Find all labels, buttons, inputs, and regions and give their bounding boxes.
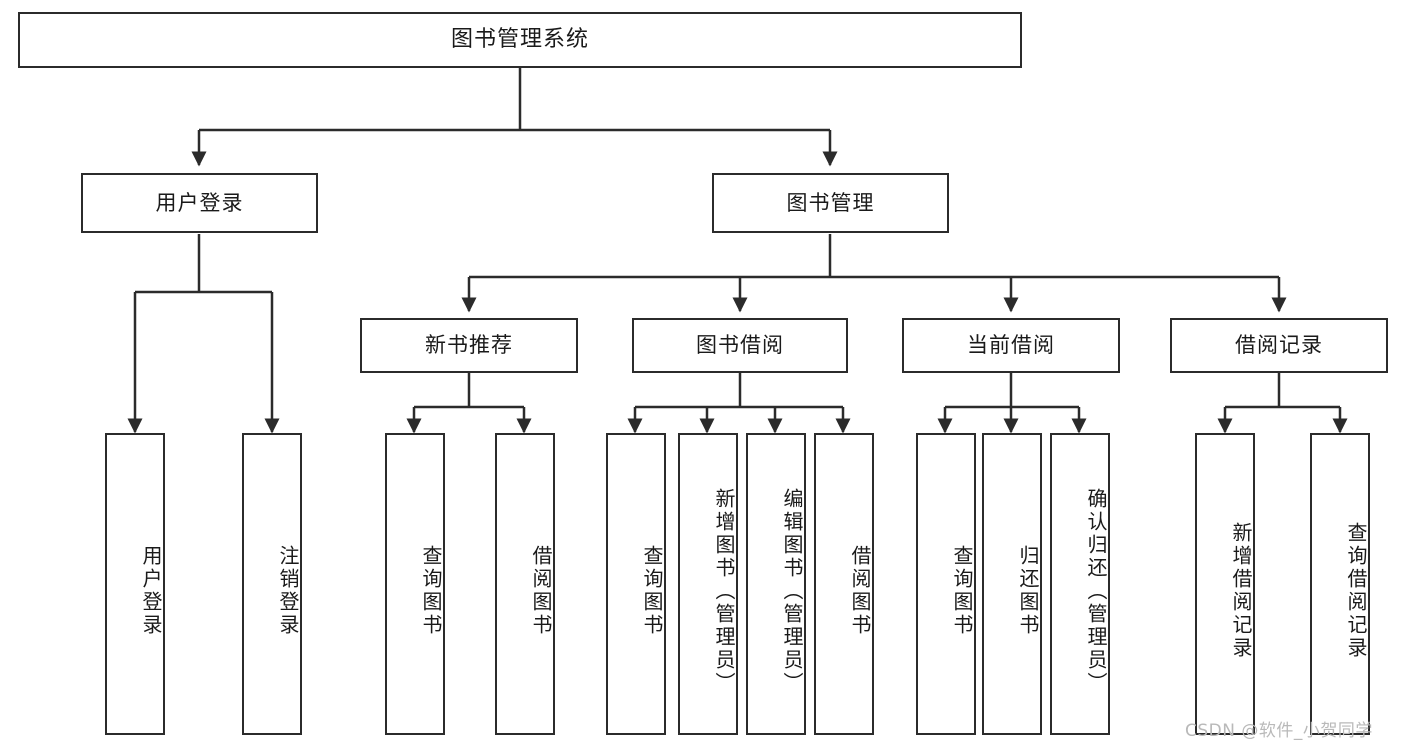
node-label: 查询图书 — [640, 545, 664, 637]
node-borrow-record[interactable]: 借阅记录 — [1170, 318, 1388, 373]
node-leaf-query-book-borrow[interactable]: 查询图书 — [606, 433, 666, 735]
node-root-book-management-system[interactable]: 图书管理系统 — [18, 12, 1022, 68]
node-label: 查询图书 — [950, 545, 974, 637]
node-label: 注销登录 — [276, 545, 300, 637]
node-label: 新增图书（管理员） — [712, 487, 736, 695]
node-leaf-return-book[interactable]: 归还图书 — [982, 433, 1042, 735]
node-leaf-user-login[interactable]: 用户登录 — [105, 433, 165, 735]
node-label: 新增借阅记录 — [1229, 522, 1253, 660]
watermark-text: CSDN @软件_小贺同学 — [1185, 721, 1373, 741]
node-label: 用户登录 — [155, 190, 244, 215]
node-label: 查询借阅记录 — [1344, 522, 1368, 660]
node-label: 当前借阅 — [967, 333, 1055, 358]
node-new-book-recommend[interactable]: 新书推荐 — [360, 318, 578, 373]
node-leaf-add-borrow-record[interactable]: 新增借阅记录 — [1195, 433, 1255, 735]
node-leaf-query-book-current[interactable]: 查询图书 — [916, 433, 976, 735]
node-label: 编辑图书（管理员） — [780, 487, 804, 695]
node-leaf-edit-book[interactable]: 编辑图书（管理员） — [746, 433, 806, 735]
node-label: 借阅记录 — [1235, 333, 1323, 358]
node-leaf-borrow-book[interactable]: 借阅图书 — [814, 433, 874, 735]
node-leaf-borrow-book-recommend[interactable]: 借阅图书 — [495, 433, 555, 735]
node-label: 借阅图书 — [848, 545, 872, 637]
node-label: 图书管理系统 — [450, 27, 589, 53]
node-leaf-query-book-recommend[interactable]: 查询图书 — [385, 433, 445, 735]
node-label: 确认归还（管理员） — [1084, 487, 1108, 695]
node-current-borrow[interactable]: 当前借阅 — [902, 318, 1120, 373]
node-book-borrow[interactable]: 图书借阅 — [632, 318, 848, 373]
node-leaf-logout[interactable]: 注销登录 — [242, 433, 302, 735]
node-label: 新书推荐 — [425, 333, 513, 358]
node-leaf-query-borrow-record[interactable]: 查询借阅记录 — [1310, 433, 1370, 735]
node-book-manage[interactable]: 图书管理 — [712, 173, 949, 233]
node-label: 用户登录 — [139, 545, 163, 637]
node-label: 查询图书 — [419, 545, 443, 637]
node-label: 图书管理 — [786, 190, 875, 215]
node-label: 归还图书 — [1016, 545, 1040, 637]
node-label: 借阅图书 — [529, 545, 553, 637]
node-label: 图书借阅 — [696, 333, 784, 358]
node-leaf-confirm-return[interactable]: 确认归还（管理员） — [1050, 433, 1110, 735]
node-user-login[interactable]: 用户登录 — [81, 173, 318, 233]
node-leaf-add-book[interactable]: 新增图书（管理员） — [678, 433, 738, 735]
